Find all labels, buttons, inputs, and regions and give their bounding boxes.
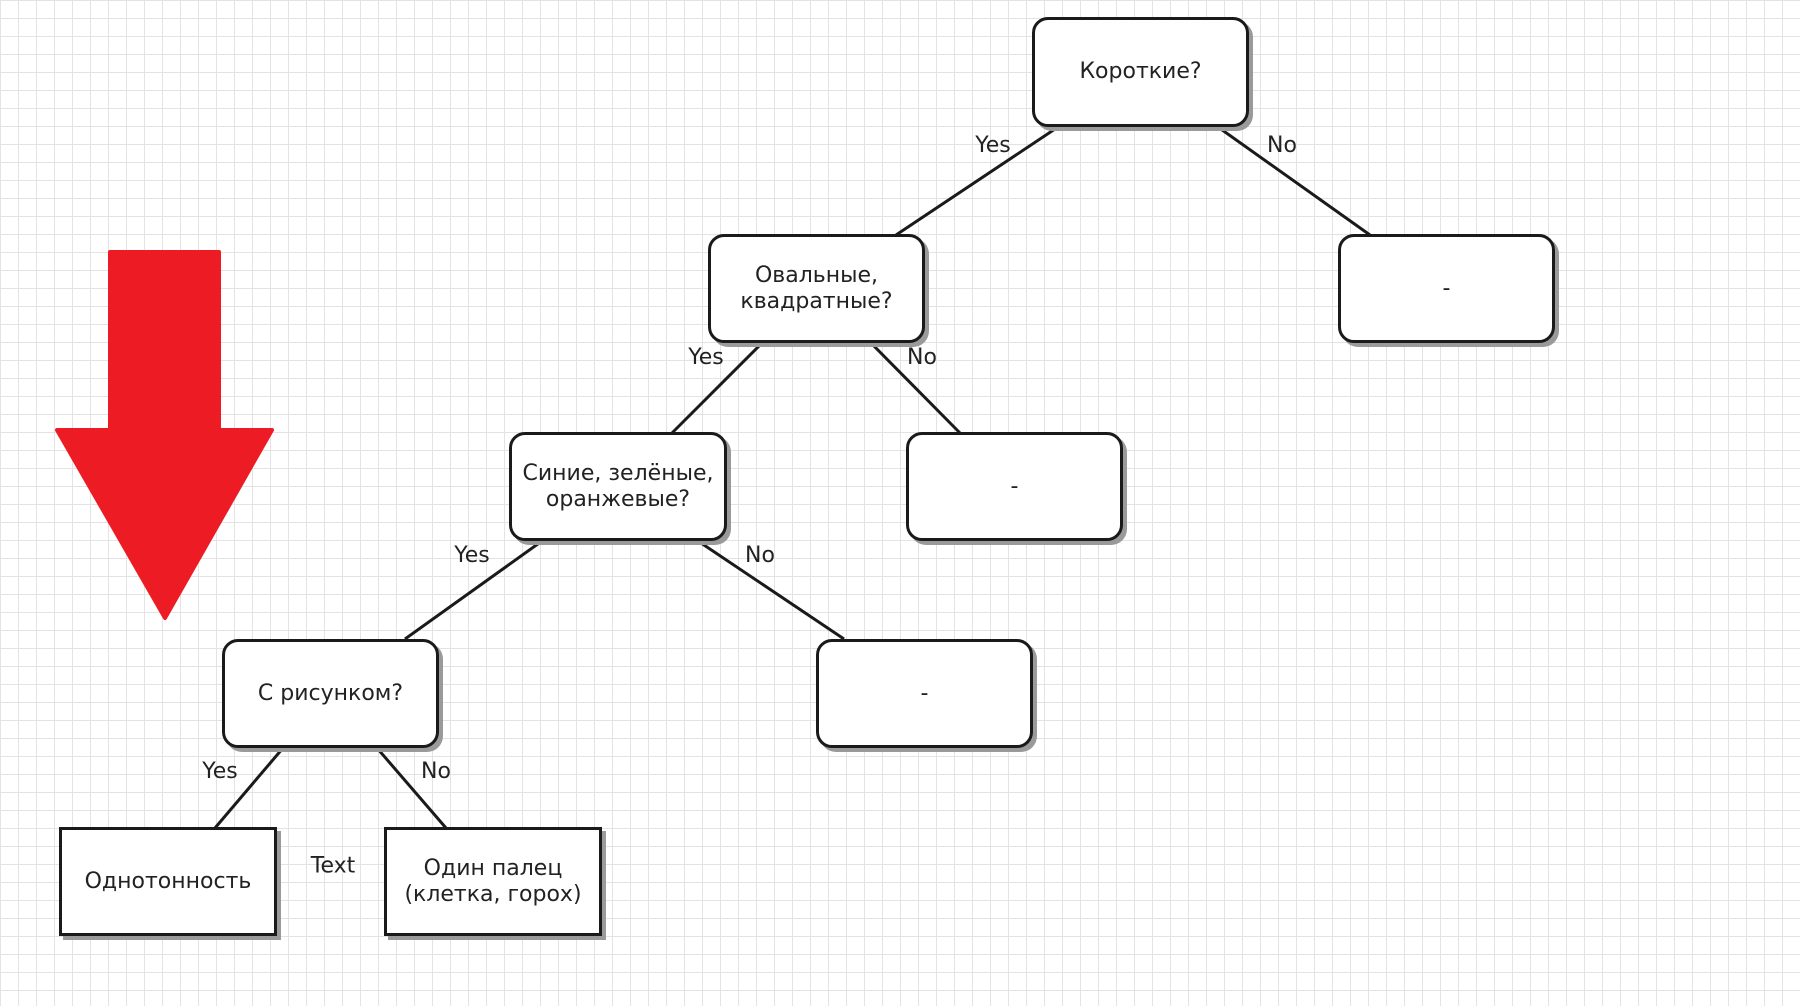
edge-label-no[interactable]: No bbox=[907, 345, 937, 370]
node-dash-right-2[interactable]: - bbox=[906, 432, 1123, 541]
edge-oval-color[interactable] bbox=[670, 341, 764, 435]
edge-label-yes[interactable]: Yes bbox=[975, 133, 1011, 158]
node-dash-right-3[interactable]: - bbox=[816, 639, 1033, 748]
edge-label-yes[interactable]: Yes bbox=[688, 345, 724, 370]
edge-label-yes[interactable]: Yes bbox=[454, 543, 490, 568]
edge-pattern-plain[interactable] bbox=[213, 747, 285, 829]
edge-root-dash1[interactable] bbox=[1217, 125, 1371, 237]
edge-label-no[interactable]: No bbox=[1267, 133, 1297, 158]
edge-root-oval[interactable] bbox=[895, 125, 1059, 237]
free-text-label[interactable]: Text bbox=[310, 853, 356, 879]
edge-label-yes[interactable]: Yes bbox=[202, 759, 238, 784]
node-pattern-question[interactable]: С рисунком? bbox=[222, 639, 439, 748]
node-oval-square-question[interactable]: Овальные, квадратные? bbox=[708, 234, 925, 343]
edge-label-no[interactable]: No bbox=[745, 543, 775, 568]
node-plain-leaf[interactable]: Однотонность bbox=[59, 827, 277, 936]
edge-color-dash3[interactable] bbox=[697, 539, 845, 641]
edge-oval-dash2[interactable] bbox=[869, 341, 962, 435]
edge-pattern-finger[interactable] bbox=[375, 747, 448, 829]
node-dash-right-1[interactable]: - bbox=[1338, 234, 1555, 343]
red-down-arrow-icon[interactable] bbox=[55, 250, 274, 620]
edge-label-no[interactable]: No bbox=[421, 759, 451, 784]
node-short-question[interactable]: Короткие? bbox=[1032, 17, 1249, 127]
edge-color-pattern[interactable] bbox=[404, 539, 543, 641]
node-color-question[interactable]: Синие, зелёные, оранжевые? bbox=[509, 432, 727, 541]
node-one-finger-leaf[interactable]: Один палец (клетка, горох) bbox=[384, 827, 602, 936]
